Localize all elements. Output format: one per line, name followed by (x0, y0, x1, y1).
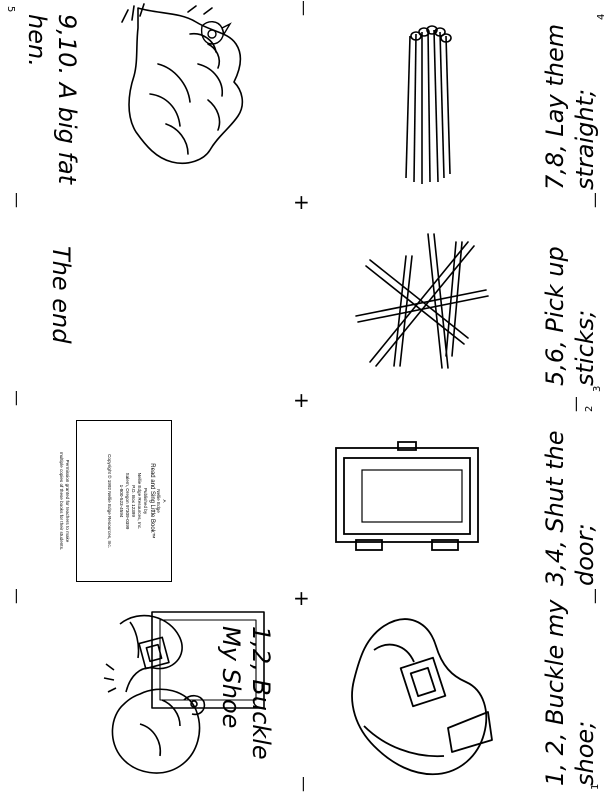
cover-illustration (103, 611, 265, 774)
caption-page-3-4: 3,4, Shut the door; (540, 430, 600, 586)
publisher-info-box: A Nellie Edge Read and Sing Little Book™… (48, 420, 196, 582)
caption-line: 7,8, Lay them (541, 23, 569, 190)
caption-line: door; (571, 523, 599, 586)
caption-line: straight; (571, 88, 599, 190)
fold-tick: | (14, 192, 19, 208)
caption-line: 3,4, Shut the (541, 430, 569, 586)
page-number-1: 1 (590, 783, 601, 790)
caption-the-end: The end (46, 246, 76, 343)
page-number-5: 5 (5, 6, 16, 13)
caption-page-9-10: 9,10. A big fat hen. (22, 14, 82, 184)
permission-line: multiple copies of these books for their… (59, 451, 64, 551)
fold-cross: + (293, 190, 310, 214)
fold-tick: | (574, 396, 579, 412)
caption-line: The end (47, 246, 75, 344)
caption-line: sticks; (571, 309, 599, 386)
shoe-illustration (351, 618, 493, 776)
caption-page-1-2: 1, 2, Buckle my shoe; (540, 600, 600, 786)
info-line: Nellie Edge (156, 489, 161, 513)
fold-tick: | (593, 588, 598, 604)
page-number-2: 2 (584, 405, 595, 412)
fold-tick: | (14, 390, 19, 406)
page-number-4: 4 (596, 13, 607, 20)
caption-line: shoe; (571, 720, 599, 786)
caption-page-5-6: 5,6, Pick up sticks; (540, 246, 600, 386)
info-line: A (162, 499, 167, 503)
info-line: Salem, Oregon 97309-0399 (125, 472, 130, 530)
hen-illustration (121, 3, 244, 165)
info-box-frame: A Nellie Edge Read and Sing Little Book™… (76, 420, 172, 582)
info-title: Read and Sing Little Book™ (149, 463, 155, 539)
door-illustration (335, 441, 479, 551)
permission-line: Permission granted for teachers to make (65, 459, 70, 543)
caption-line: 9,10. A big fat (53, 14, 81, 185)
caption-page-7-8: 7,8, Lay them straight; (540, 24, 600, 190)
fold-tick: | (14, 588, 19, 604)
fold-tick: | (593, 192, 598, 208)
fold-cross: + (293, 388, 310, 412)
info-line: Nellie Edge Resources, Inc. (137, 472, 142, 530)
info-line: P.O. Box 12399 (131, 485, 136, 517)
page-number-3: 3 (592, 385, 603, 392)
straight-sticks-illustration (405, 25, 452, 184)
fold-tick: | (301, 776, 306, 792)
caption-line: 5,6, Pick up (541, 246, 569, 386)
permission-text: Permission granted for teachers to make … (58, 420, 70, 582)
fold-cross: + (293, 586, 310, 610)
publisher-info-rotated: A Nellie Edge Read and Sing Little Book™… (48, 420, 196, 582)
info-line: Published by (143, 487, 148, 515)
caption-line: 1, 2, Buckle my (541, 599, 569, 786)
scattered-sticks-illustration (355, 233, 489, 369)
info-line: 1-800-523-4594 (119, 484, 124, 518)
caption-line: hen. (23, 14, 51, 67)
copyright-line: Copyright © 1992 Nellie Edge Resources, … (107, 454, 112, 548)
fold-tick: | (301, 0, 306, 16)
